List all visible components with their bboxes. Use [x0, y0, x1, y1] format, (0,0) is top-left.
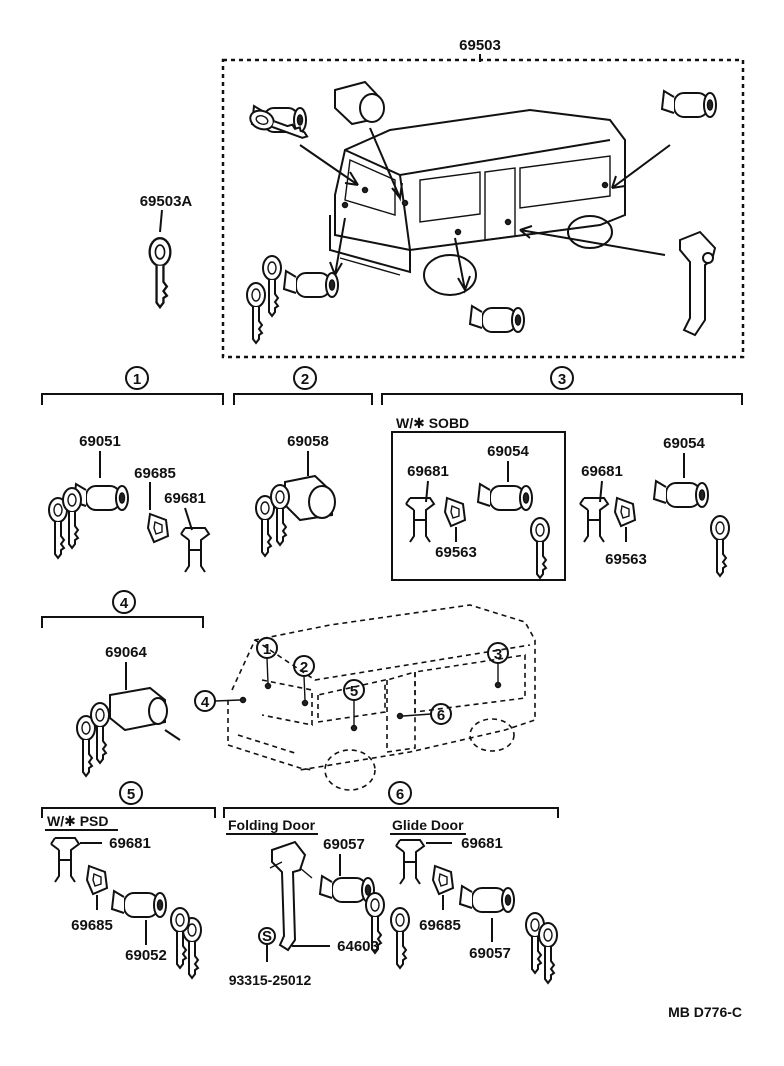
van-marker-4: 4 [201, 694, 210, 711]
group-2-header: 2 [233, 366, 373, 405]
key-leader [159, 209, 163, 233]
key-part [246, 282, 266, 344]
top-assembly: 69503 [221, 37, 745, 359]
folding-screw-number: 93315-25012 [229, 972, 312, 988]
group-3-plain-gasket-number: 69563 [605, 551, 647, 568]
lock-cylinder-part [661, 90, 717, 118]
key-number: 69503A [140, 193, 193, 210]
glide-door-label: Glide Door [392, 817, 464, 833]
group-4-marker: 4 [120, 595, 129, 612]
group-5-cylinder-number: 69052 [125, 947, 167, 964]
screw-mark: S [262, 928, 272, 945]
group-3-boxed-retainer-number: 69681 [407, 463, 449, 480]
group-5-retainer-number: 69681 [109, 835, 151, 852]
group-1-retainer-number: 69681 [164, 490, 206, 507]
group-2-marker: 2 [301, 371, 309, 388]
group-5-variant-label: W/✱ PSD [47, 813, 109, 829]
van-illustration-middle: 1 2 3 4 5 6 [194, 604, 536, 791]
van-marker-6: 6 [437, 707, 445, 724]
group-3-header: 3 [381, 366, 743, 405]
lock-cylinder-part [469, 305, 525, 333]
assembly-number: 69503 [459, 37, 501, 54]
group-3-marker: 3 [558, 371, 566, 388]
glide-retainer-number: 69681 [461, 835, 503, 852]
figure-code: MB D776-C [668, 1004, 742, 1020]
door-handle-part [679, 230, 717, 337]
sobd-variant-box [391, 431, 566, 581]
group-3-plain-cylinder-number: 69054 [663, 435, 705, 452]
glide-cylinder-number: 69057 [469, 945, 511, 962]
group-6-marker: 6 [396, 786, 404, 803]
group-3-boxed-gasket-number: 69563 [435, 544, 477, 561]
group-2-parts: 69058 [255, 433, 336, 557]
group-1-marker: 1 [133, 371, 141, 388]
group-1-gasket-number: 69685 [134, 465, 176, 482]
folding-cylinder-number: 69057 [323, 836, 365, 853]
group-3-plain-retainer-number: 69681 [581, 463, 623, 480]
group-5-marker: 5 [127, 786, 135, 803]
group-3-parts: W/✱ SOBD 69681 69054 69563 69681 69054 6… [391, 415, 730, 581]
group-2-cylinder-number: 69058 [287, 433, 329, 450]
group-3-variant-label: W/✱ SOBD [396, 415, 469, 431]
van-marker-2: 2 [300, 659, 308, 676]
group-4-cylinder-number: 69064 [105, 644, 147, 661]
glide-gasket-number: 69685 [419, 917, 461, 934]
van-marker-3: 3 [494, 646, 502, 663]
assembly-dashed-box [221, 58, 745, 359]
group-1-parts: 69051 69685 69681 [48, 433, 210, 573]
van-marker-5: 5 [350, 683, 358, 700]
lock-cylinder-part [334, 80, 385, 126]
group-3-boxed-cylinder-number: 69054 [487, 443, 529, 460]
folding-door-label: Folding Door [228, 817, 316, 833]
key-part [262, 255, 282, 317]
van-illustration-top [299, 108, 671, 296]
group-1-cylinder-number: 69051 [79, 433, 121, 450]
group-1-header: 1 [41, 366, 224, 405]
group-6-parts: 6 Folding Door 69057 64603 S 93315-25012… [223, 781, 559, 988]
group-5-gasket-number: 69685 [71, 917, 113, 934]
group-4-parts: 4 69064 [41, 590, 204, 777]
lock-cylinder-part [283, 270, 339, 298]
group-5-parts: 5 W/✱ PSD 69681 69685 69052 [41, 781, 216, 979]
key-69503a: 69503A [140, 193, 193, 309]
folding-handle-number: 64603 [337, 938, 379, 955]
van-marker-1: 1 [263, 641, 271, 658]
